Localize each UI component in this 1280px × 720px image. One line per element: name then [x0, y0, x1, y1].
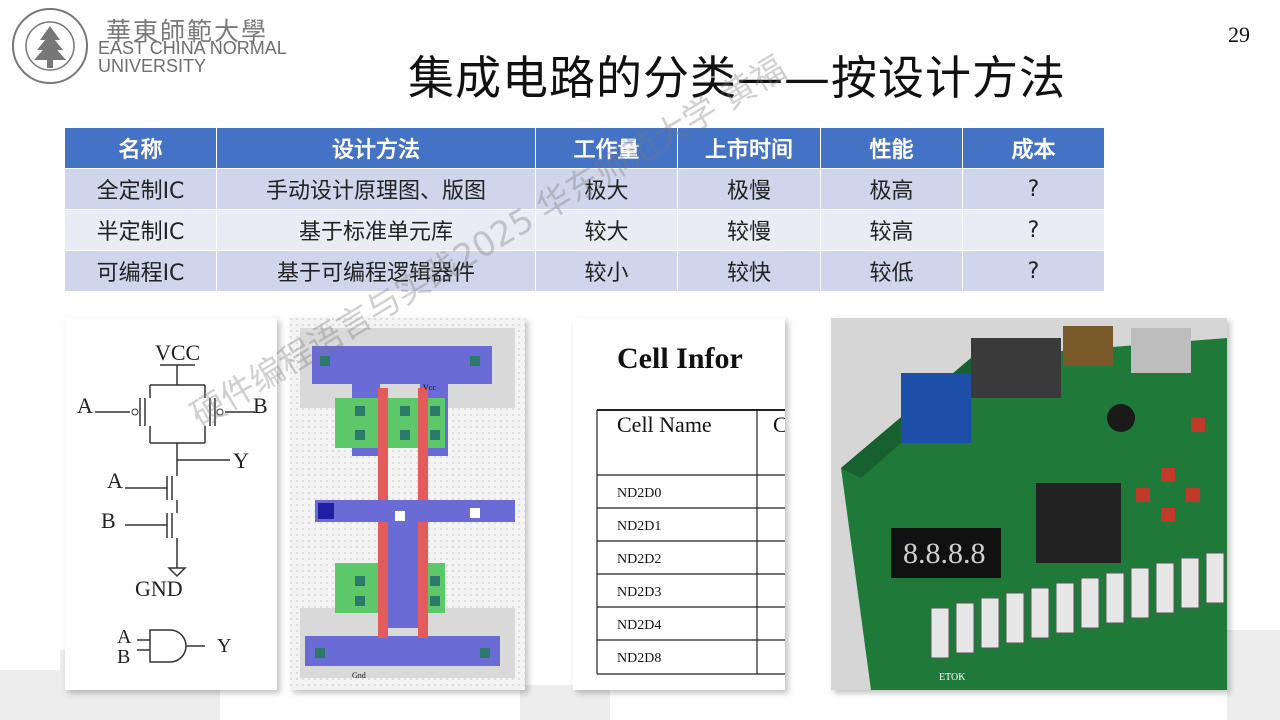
table-cell: 较小: [535, 250, 678, 292]
push-buttons: [1136, 418, 1205, 522]
table-cell: 基于标准单元库: [216, 209, 536, 251]
list-item: ND2D8: [617, 651, 661, 666]
layout-gnd-label: Gnd: [352, 671, 366, 680]
layout-vcc-label: Vcc: [423, 383, 436, 392]
list-item: ND2D4: [617, 618, 661, 633]
table-cell: 手动设计原理图、版图: [216, 168, 536, 210]
cmos-nand-schematic: VCC A B Y A B GND A B Y: [77, 340, 268, 668]
table-cell: 极慢: [677, 168, 821, 210]
table-row: 半定制IC 基于标准单元库 较大 较慢 较高 ?: [64, 209, 1105, 251]
list-item: ND2D0: [617, 486, 661, 501]
table-cell: 可编程IC: [64, 250, 217, 292]
wifi-module-icon: [1063, 326, 1113, 366]
table-cell: ?: [962, 168, 1105, 210]
page-number: 29: [1228, 22, 1250, 47]
cell-second-column-header: C: [773, 412, 785, 437]
header-cost: 成本: [962, 127, 1105, 169]
table-header-row: 名称 设计方法 工作量 上市时间 性能 成本: [64, 127, 1105, 169]
gnd-label: GND: [135, 576, 183, 601]
logo-english-line2: UNIVERSITY: [98, 56, 207, 76]
table-cell: 较高: [820, 209, 963, 251]
vcc-label: VCC: [155, 340, 200, 365]
table-cell: 极大: [535, 168, 678, 210]
usb-port-icon: [1131, 328, 1191, 373]
header-time-to-market: 上市时间: [677, 127, 821, 169]
header-performance: 性能: [820, 127, 963, 169]
cell-information-panel: Cell Infor Cell Name C ND2D0 ND2D1 ND2D2…: [573, 318, 785, 690]
list-item: ND2D3: [617, 585, 661, 600]
gate-input-b-label: B: [117, 646, 130, 668]
list-item: ND2D2: [617, 552, 661, 567]
logo-chinese-name: 華東師範大學: [106, 17, 269, 46]
fpga-board-illustration: 8.8.8.8 ETOK: [831, 318, 1227, 690]
table-cell: 较低: [820, 250, 963, 292]
university-seal-icon: [12, 8, 88, 84]
nmos-b-label: B: [101, 508, 116, 533]
bluetooth-module-icon: [901, 373, 971, 443]
header-design-method: 设计方法: [216, 127, 536, 169]
gate-output-y-label: Y: [217, 635, 231, 657]
table-cell: 极高: [820, 168, 963, 210]
logo-english-line1: EAST CHINA NORMAL: [98, 38, 287, 58]
table-cell: 半定制IC: [64, 209, 217, 251]
seven-segment-display: [891, 528, 1001, 578]
cmos-nand-schematic-panel: VCC A B Y A B GND A B Y: [65, 318, 277, 690]
cell-info-heading: Cell Infor: [617, 342, 743, 375]
nmos-a-label: A: [107, 468, 123, 493]
slide-title: 集成电路的分类——按设计方法: [408, 51, 1066, 105]
vga-connector-icon: [971, 338, 1061, 398]
table-row: 全定制IC 手动设计原理图、版图 极大 极慢 极高 ?: [64, 168, 1105, 210]
board-brand-label: ETOK: [939, 672, 966, 683]
cell-information-table: Cell Infor Cell Name C ND2D0 ND2D1 ND2D2…: [596, 342, 785, 675]
table-cell: 基于可编程逻辑器件: [216, 250, 536, 292]
ic-classification-table: 名称 设计方法 工作量 上市时间 性能 成本 全定制IC 手动设计原理图、版图 …: [64, 127, 1105, 292]
cell-layout-panel: Vcc Gnd: [290, 318, 525, 690]
table-cell: 较快: [677, 250, 821, 292]
logo-english-name: EAST CHINA NORMAL UNIVERSITY: [98, 39, 287, 75]
dip-switches: [930, 552, 1225, 659]
input-a-label: A: [77, 393, 93, 418]
output-y-label: Y: [233, 448, 249, 473]
gate-input-a-label: A: [117, 626, 132, 648]
seven-segment-digits: 8.8.8.8: [903, 537, 986, 570]
buzzer-icon: [1107, 404, 1135, 432]
table-cell: 较大: [535, 209, 678, 251]
table-cell: 全定制IC: [64, 168, 217, 210]
input-b-label: B: [253, 393, 268, 418]
table-cell: ?: [962, 250, 1105, 292]
table-row: 可编程IC 基于可编程逻辑器件 较小 较快 较低 ?: [64, 250, 1105, 292]
header-name: 名称: [64, 127, 217, 169]
table-cell: 较慢: [677, 209, 821, 251]
fpga-chip-icon: [1036, 483, 1121, 563]
university-logo: 華東師範大學 EAST CHINA NORMAL UNIVERSITY: [10, 6, 300, 86]
header-workload: 工作量: [535, 127, 678, 169]
fpga-board-photo-panel: 8.8.8.8 ETOK: [831, 318, 1227, 690]
cell-layout-drawing: Vcc Gnd: [290, 318, 525, 690]
table-cell: ?: [962, 209, 1105, 251]
list-item: ND2D1: [617, 519, 661, 534]
cell-name-column-header: Cell Name: [617, 412, 712, 437]
